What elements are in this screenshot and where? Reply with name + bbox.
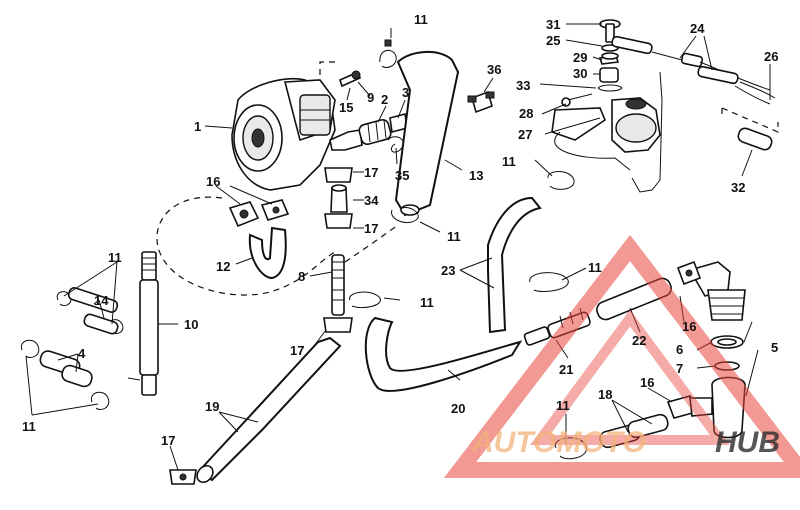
callout-label: 16	[682, 319, 696, 334]
callout-label: 16	[206, 174, 220, 189]
callout-label: 12	[216, 259, 230, 274]
sleeve	[737, 127, 773, 151]
hose-set-18	[554, 413, 669, 460]
callout-label: 21	[559, 362, 573, 377]
callout-label: 17	[364, 221, 378, 236]
clamp	[323, 317, 353, 333]
callout-label: 11	[22, 419, 36, 434]
fuel-filter-tube	[127, 251, 159, 396]
callout-label: 36	[487, 62, 501, 77]
check-valve-stack	[324, 167, 353, 229]
callout-label: 3	[402, 85, 409, 100]
callout-label: 31	[546, 17, 560, 32]
callout-label: 30	[573, 66, 587, 81]
callout-label: 13	[469, 168, 483, 183]
primer-solenoid	[551, 19, 661, 171]
callout-label: 28	[519, 106, 533, 121]
callout-label: 18	[598, 387, 612, 402]
callout-label: 11	[420, 295, 434, 310]
callout-label: 32	[731, 180, 745, 195]
callout-label: 11	[502, 154, 516, 169]
hose	[364, 316, 523, 392]
wire-clip	[387, 136, 404, 153]
watermark: AUTOMOTO HUB	[443, 234, 800, 478]
callout-label: 17	[290, 343, 304, 358]
callout-label: 7	[676, 361, 683, 376]
callout-label: 26	[764, 49, 778, 64]
hose	[487, 196, 542, 334]
callout-label: 17	[364, 165, 378, 180]
fitting-with-gasket	[228, 199, 290, 228]
callout-label: 29	[573, 50, 587, 65]
elbow-hose	[248, 226, 287, 280]
clamp	[529, 272, 569, 293]
clip	[467, 90, 495, 114]
hose	[198, 336, 342, 482]
inlet-fitting	[358, 112, 408, 145]
callout-label: 34	[364, 193, 379, 208]
callout-label: 24	[690, 21, 705, 36]
callout-label: 11	[588, 260, 602, 275]
callout-label: 15	[339, 100, 353, 115]
callout-label: 22	[632, 333, 646, 348]
clamp	[349, 291, 381, 309]
watermark-brand-right: HUB	[715, 426, 780, 459]
callout-label: 4	[78, 346, 86, 361]
callout-label: 11	[447, 229, 461, 244]
clamp	[547, 171, 575, 190]
callout-label: 8	[298, 269, 305, 284]
parts-drawing	[20, 19, 779, 485]
callout-label: 6	[676, 342, 683, 357]
clamp	[391, 207, 419, 223]
watermark-brand-left: AUTOMOTO	[471, 426, 646, 459]
callout-label: 11	[108, 250, 122, 265]
callout-labels: 1 2 3 4 5 6 7 8 9 10 11 11 11 11 11 11 1…	[22, 12, 778, 448]
callout-label: 27	[518, 127, 532, 142]
callout-label: 2	[381, 92, 388, 107]
callout-label: 19	[205, 399, 219, 414]
callout-label: 9	[367, 90, 374, 105]
fuel-fitting-assembly	[676, 260, 746, 439]
callout-label: 25	[546, 33, 560, 48]
hose-fitting	[331, 254, 345, 316]
callout-label: 11	[414, 12, 428, 27]
hose	[394, 50, 460, 217]
callout-label: 16	[640, 375, 654, 390]
fuel-pump	[231, 77, 363, 191]
callout-label: 17	[161, 433, 175, 448]
callout-label: 14	[94, 293, 109, 308]
callout-label: 23	[441, 263, 455, 278]
callout-label: 33	[516, 78, 530, 93]
leader-lines	[25, 23, 771, 471]
callout-label: 10	[184, 317, 198, 332]
connector-set-14	[56, 287, 124, 335]
screw	[339, 70, 361, 88]
callout-label: 35	[395, 168, 409, 183]
callout-label: 11	[556, 398, 570, 413]
callout-label: 5	[771, 340, 778, 355]
connector-set-4	[20, 339, 110, 411]
callout-label: 1	[194, 119, 201, 134]
clamp	[379, 49, 397, 69]
wire-harness	[611, 35, 776, 193]
callout-label: 20	[451, 401, 465, 416]
